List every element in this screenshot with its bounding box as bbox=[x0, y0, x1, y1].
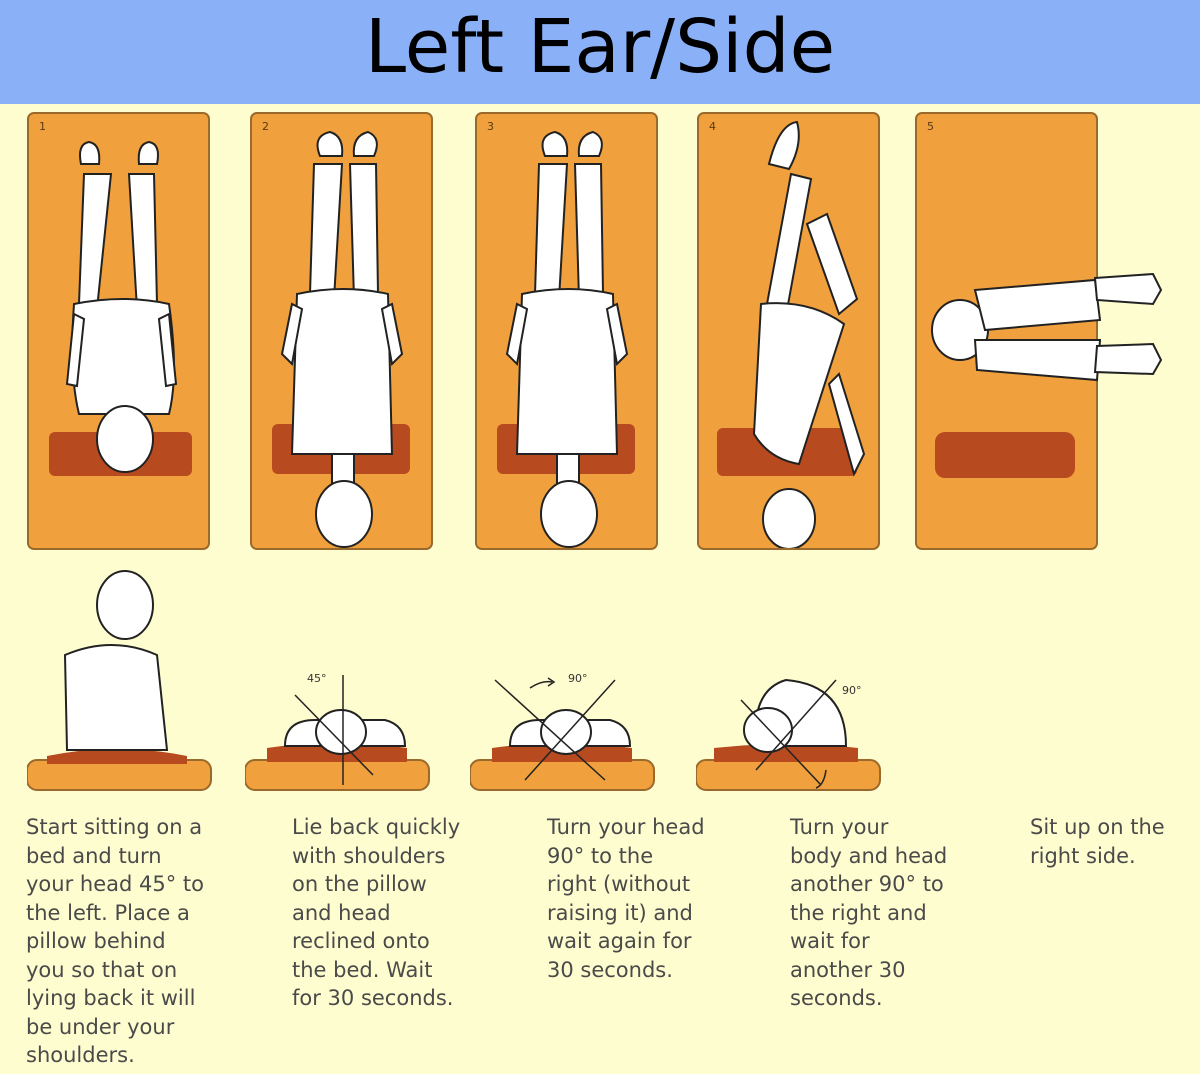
step-2-caption: Lie back quickly with shoulders on the p… bbox=[292, 815, 461, 1010]
step-2-side-view: 45° bbox=[245, 560, 445, 800]
side-lying-side-illustration bbox=[696, 678, 881, 791]
title-banner: Left Ear/Side bbox=[0, 0, 1200, 104]
angle-label: 45° bbox=[307, 672, 327, 685]
sitting-up-figure-illustration bbox=[935, 432, 1075, 478]
sitting-figure-illustration bbox=[49, 140, 192, 476]
step-number: 2 bbox=[262, 120, 269, 133]
angle-label: 90° bbox=[568, 672, 588, 685]
step-number: 3 bbox=[487, 120, 494, 133]
step-2-top-view-panel: 2 bbox=[250, 112, 433, 550]
step-5-caption: Sit up on the right side. bbox=[1030, 815, 1165, 868]
step-3-top-view-panel: 3 bbox=[475, 112, 658, 550]
step-4-top-view-panel: 4 bbox=[697, 112, 880, 550]
step-number: 1 bbox=[39, 120, 46, 133]
step-3-caption: Turn your head 90° to the right (without… bbox=[547, 815, 705, 982]
lying-side-illustration bbox=[245, 675, 430, 791]
sitting-up-figure-overflow bbox=[931, 272, 1163, 382]
step-1-top-view-panel: 1 bbox=[27, 112, 210, 550]
step-4-side-view: 90° bbox=[696, 560, 896, 800]
angle-label: 90° bbox=[842, 684, 862, 697]
step-1-side-view bbox=[27, 560, 227, 800]
head-turned-figure-illustration bbox=[497, 130, 635, 548]
sitting-side-illustration bbox=[27, 570, 212, 791]
side-lying-figure-illustration bbox=[717, 120, 866, 548]
step-1-caption: Start sitting on a bed and turn your hea… bbox=[26, 815, 204, 1067]
head-turned-side-illustration bbox=[470, 677, 655, 791]
page-title: Left Ear/Side bbox=[364, 4, 836, 90]
step-4-caption: Turn your body and head another 90° to t… bbox=[790, 815, 948, 1010]
step-number: 5 bbox=[927, 120, 934, 133]
step-number: 4 bbox=[709, 120, 716, 133]
lying-figure-illustration bbox=[272, 130, 410, 548]
step-3-side-view: 90° bbox=[470, 560, 670, 800]
